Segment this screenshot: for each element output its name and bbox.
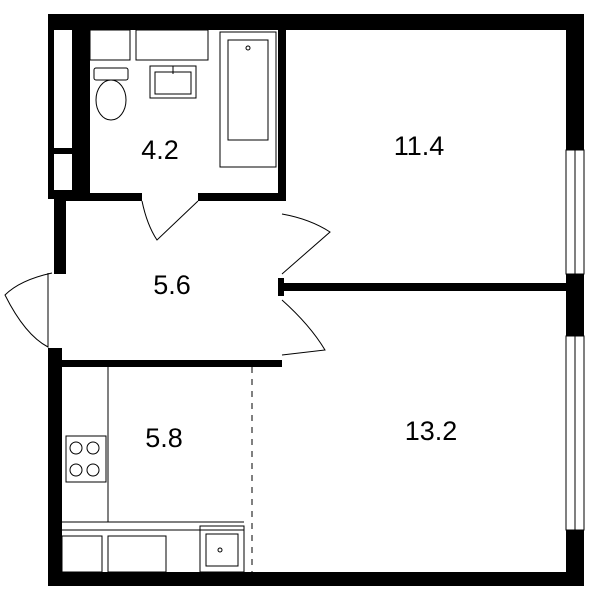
kitchen-sink-icon: [199, 525, 245, 573]
wall-bed-living: [278, 278, 284, 296]
stove-burner-icon: [69, 441, 83, 455]
bathroom-shelf: [89, 29, 131, 61]
bathtub-icon: [219, 31, 277, 168]
wall-hall-bottom: [48, 360, 282, 367]
wall-bed-living-long: [284, 283, 574, 291]
windows: [565, 149, 585, 531]
bathroom-counter: [135, 29, 209, 61]
shaft-wall-a: [48, 14, 54, 199]
cabinet: [61, 535, 103, 573]
door-bathroom: [141, 200, 199, 241]
kitchen-fixtures: [61, 367, 253, 573]
wall-bath-bottom-left: [54, 193, 142, 201]
shaft-divider-1: [48, 148, 78, 154]
toilet-tank-icon: [93, 67, 129, 81]
wall-hall-left: [54, 199, 66, 274]
stove-burner-icon: [69, 463, 83, 477]
wall-bottom: [48, 572, 584, 586]
walls: [48, 14, 584, 586]
wall-right-upper: [566, 14, 584, 150]
room-area-hallway: 5.6: [153, 270, 191, 300]
room-area-kitchen: 5.8: [145, 423, 183, 453]
door-bedroom: [281, 213, 331, 275]
toilet-bowl-icon: [95, 79, 127, 121]
wall-bath-bottom-right: [198, 193, 286, 201]
bathroom-fixtures: [89, 29, 277, 168]
room-area-bathroom: 4.2: [141, 135, 179, 165]
area-labels: 4.2 11.4 5.6 5.8 13.2: [141, 131, 457, 453]
room-area-living-room: 13.2: [405, 416, 458, 446]
door-entrance: [4, 272, 53, 348]
wall-left-lower: [48, 348, 62, 586]
stove-burner-icon: [86, 463, 100, 477]
wall-bath-right: [278, 28, 286, 199]
wall-top: [48, 14, 584, 30]
room-area-bedroom: 11.4: [394, 131, 445, 161]
stove-burner-icon: [86, 441, 100, 455]
door-living: [281, 299, 326, 356]
shaft-wall-b: [72, 14, 90, 199]
cabinet: [107, 535, 167, 573]
doors: [4, 200, 331, 356]
